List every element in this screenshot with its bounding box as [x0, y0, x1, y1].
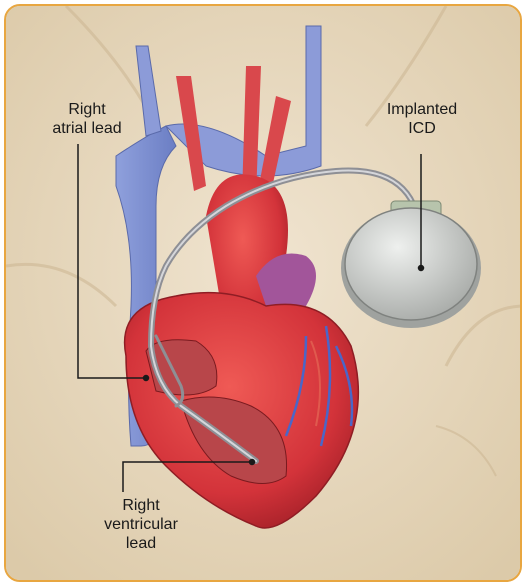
label-line: ventricular: [86, 515, 196, 534]
heart-icd-illustration: [6, 6, 522, 582]
label-line: atrial lead: [32, 119, 142, 138]
label-line: Implanted: [372, 100, 472, 119]
label-line: lead: [86, 534, 196, 553]
illustration-frame: Right atrial lead Implanted ICD Right ve…: [4, 4, 522, 582]
label-line: ICD: [372, 119, 472, 138]
label-line: Right: [32, 100, 142, 119]
right-ventricular-lead-label: Right ventricular lead: [86, 496, 196, 553]
right-atrial-lead-label: Right atrial lead: [32, 100, 142, 138]
label-line: Right: [86, 496, 196, 515]
implanted-icd-label: Implanted ICD: [372, 100, 472, 138]
